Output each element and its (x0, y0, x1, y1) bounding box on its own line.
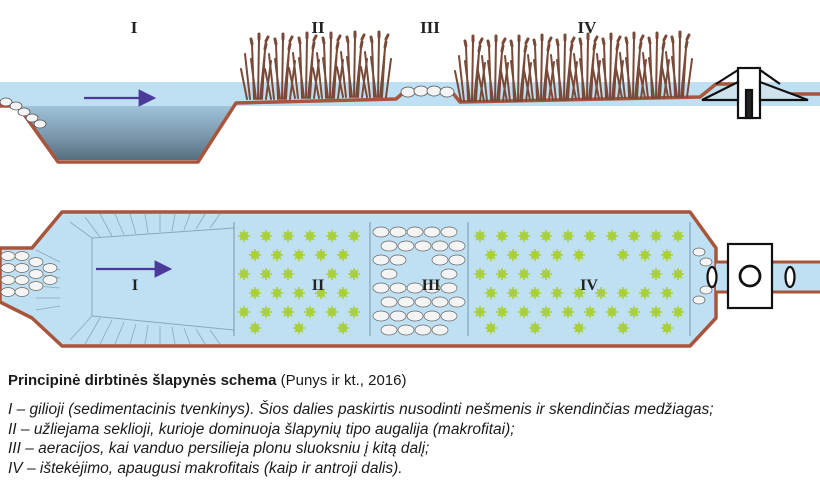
plan-deep-pond-outline (91, 227, 235, 331)
profile-inlet-stones (0, 97, 47, 129)
profile-label-ii: II (311, 18, 325, 37)
legend-list: I – gilioji (sedimentacinis tvenkinys). … (8, 400, 808, 478)
profile-reeds-iv (453, 30, 694, 103)
legend-item-iii: III – aeracijos, kai vanduo persilieja p… (8, 440, 430, 457)
plan-outlet-stones (692, 247, 713, 305)
figure-caption: Principinė dirbtinės šlapynės schema (Pu… (8, 372, 407, 389)
profile-outlet-structure (701, 66, 809, 120)
caption-source: (Punys ir kt., 2016) (280, 372, 407, 389)
caption-title: Principinė dirbtinės šlapynės schema (8, 372, 277, 389)
plan-basin (0, 210, 718, 348)
legend-item-iv: IV – ištekėjimo, apaugusi makrofitais (k… (8, 459, 403, 477)
profile-label-i: I (131, 18, 138, 37)
profile-label-iii: III (420, 18, 440, 37)
plan-label-iii: III (422, 277, 441, 294)
profile-label-iv: IV (578, 18, 598, 37)
plan-outlet-structure (706, 242, 796, 310)
legend-item-ii: II – užliejama seklioji, kurioje dominuo… (8, 420, 515, 438)
plan-inlet-stones (0, 251, 58, 297)
plan-label-i: I (132, 277, 138, 294)
plan-view: I II III IV (0, 210, 820, 348)
plan-label-iv: IV (580, 277, 598, 294)
profile-reeds-ii (239, 30, 393, 101)
profile-deep-pond (18, 106, 232, 160)
plan-label-ii: II (312, 277, 324, 294)
plan-section-dividers (233, 222, 691, 336)
profile-view: I II III IV (0, 18, 820, 164)
profile-aeration-stones (400, 85, 455, 98)
wetland-diagram: I II III IV (0, 18, 820, 348)
legend-item-i: I – gilioji (sedimentacinis tvenkinys). … (8, 401, 714, 418)
plan-aeration-stones (372, 226, 466, 336)
